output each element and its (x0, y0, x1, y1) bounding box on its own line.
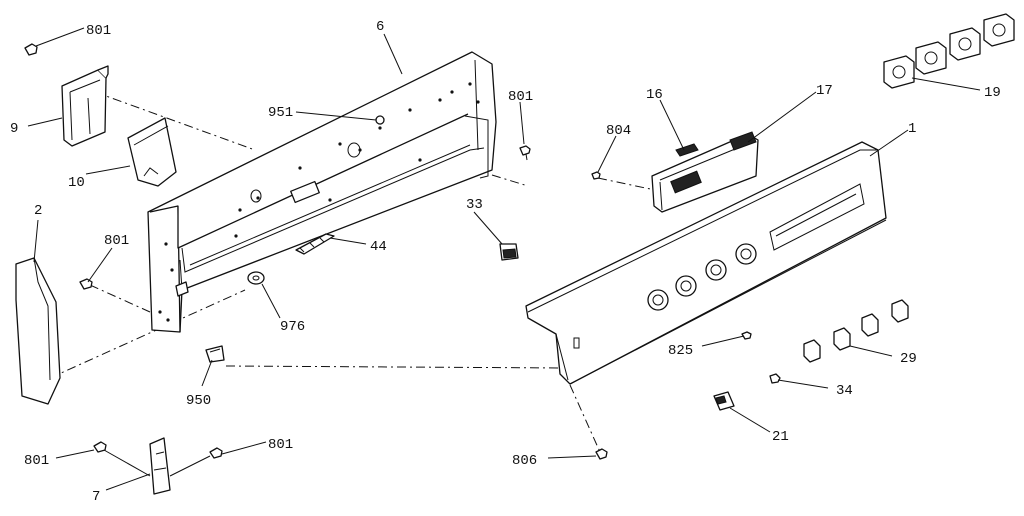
part-951-fastener (375, 115, 385, 125)
screw-804 (591, 171, 601, 180)
part-19-switch-set (883, 13, 1015, 89)
screw-801-top (24, 43, 38, 56)
callout-2: 2 (34, 203, 42, 219)
part-10-bracket (127, 117, 177, 187)
callout-29: 29 (900, 351, 917, 367)
callout-950: 950 (186, 393, 211, 409)
part-34-spring (769, 373, 781, 384)
part-33-switch (499, 243, 519, 261)
callout-1: 1 (908, 121, 916, 137)
screw-801-bottom-left (93, 441, 107, 453)
callout-10: 10 (68, 175, 85, 191)
callout-804: 804 (606, 123, 631, 139)
callout-951: 951 (268, 105, 293, 121)
callout-19: 19 (984, 85, 1001, 101)
screw-806 (595, 448, 608, 460)
callout-7: 7 (92, 489, 100, 505)
part-6-chassis (147, 51, 497, 333)
part-976-bushing (247, 271, 265, 285)
callout-21: 21 (772, 429, 789, 445)
callout-801-top: 801 (86, 23, 111, 39)
callout-34: 34 (836, 383, 853, 399)
callout-16: 16 (646, 87, 663, 103)
part-1-control-panel (525, 141, 887, 385)
part-9-bracket (61, 65, 109, 147)
part-44-rail (295, 233, 335, 255)
callout-33: 33 (466, 197, 483, 213)
part-950-clip (175, 281, 225, 363)
callout-9: 9 (10, 121, 18, 137)
part-29-knobs (803, 299, 909, 363)
part-21-light-switch (713, 391, 735, 411)
screw-801-mid (519, 145, 531, 161)
callout-976: 976 (280, 319, 305, 335)
callout-825: 825 (668, 343, 693, 359)
callout-806: 806 (512, 453, 537, 469)
callout-801-bottom-right: 801 (268, 437, 293, 453)
callout-44: 44 (370, 239, 387, 255)
screw-801-left (79, 278, 93, 290)
part-16-control-board (651, 131, 759, 213)
leader-lines (27, 27, 981, 491)
callout-17: 17 (816, 83, 833, 99)
screw-825 (741, 331, 752, 340)
part-2-side-trim (15, 257, 61, 405)
callout-801-left: 801 (104, 233, 129, 249)
callout-labels: 801 9 10 6 951 801 2 801 44 976 950 33 1… (10, 19, 1001, 505)
screw-801-bottom-right (209, 447, 223, 459)
chassis-holes (158, 82, 480, 322)
assembly-lines (49, 91, 656, 453)
callout-801-mid: 801 (508, 89, 533, 105)
part-7-bracket (149, 437, 171, 495)
callout-801-bottom-left: 801 (24, 453, 49, 469)
callout-6: 6 (376, 19, 384, 35)
